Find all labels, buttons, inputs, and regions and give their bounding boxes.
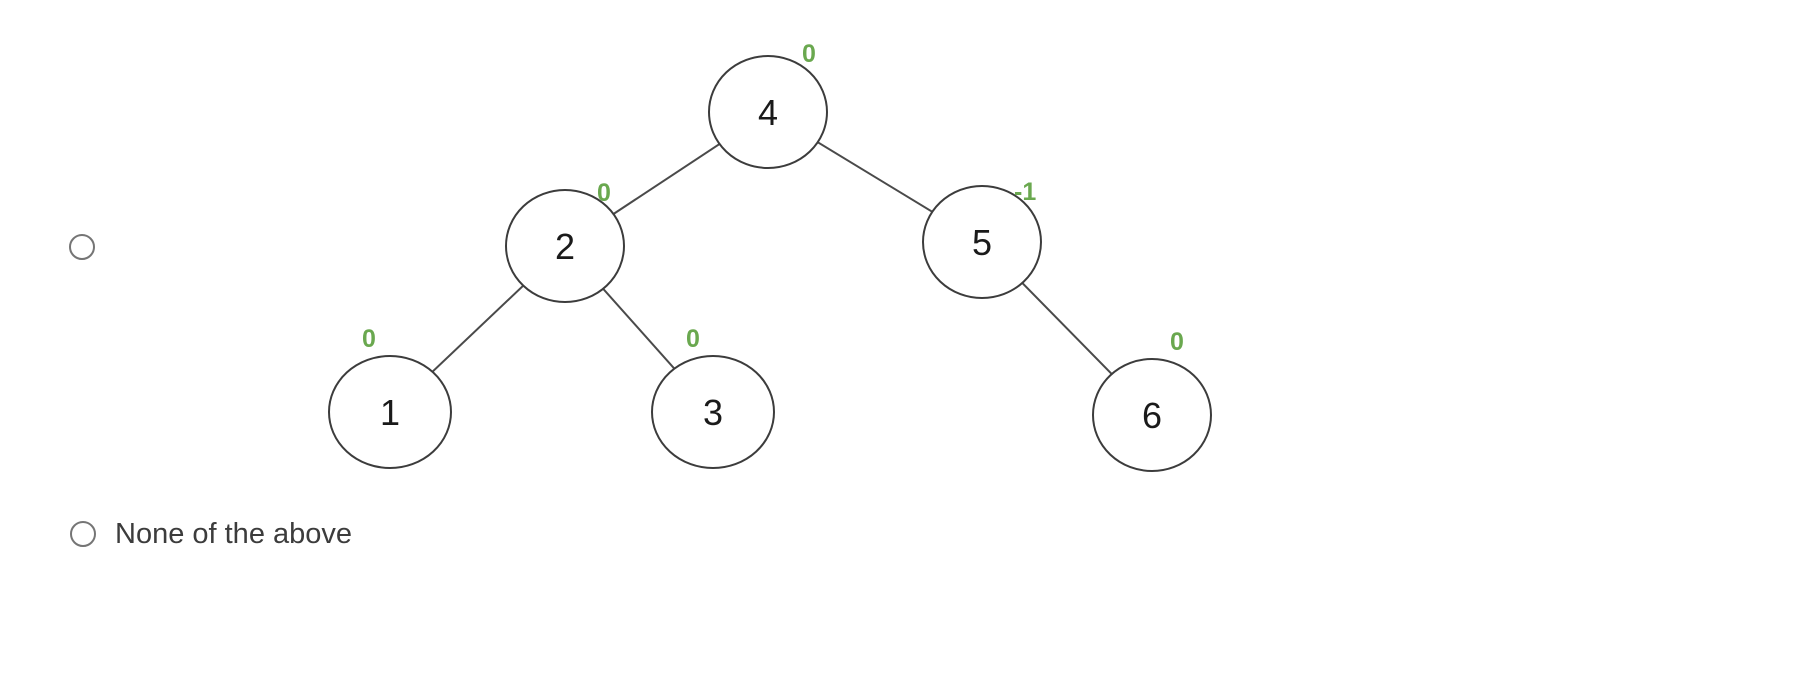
node-value-6: 6: [1142, 395, 1162, 436]
option-label-none[interactable]: None of the above: [115, 518, 353, 550]
node-value-1: 1: [380, 392, 400, 433]
balance-label-2: 0: [597, 179, 611, 207]
radio-option-tree[interactable]: [69, 234, 95, 260]
node-circle-3: [651, 355, 775, 469]
radio-option-none[interactable]: [70, 521, 96, 547]
tree-node-2: 2 0: [505, 179, 625, 303]
tree-node-1: 1 0: [328, 325, 452, 469]
node-value-4: 4: [758, 92, 778, 133]
balance-label-1: 0: [362, 325, 376, 353]
node-circle-6: [1092, 358, 1212, 472]
node-value-5: 5: [972, 222, 992, 263]
tree-node-3: 3 0: [651, 325, 775, 469]
node-circle-4: [708, 55, 828, 169]
node-circle-2: [505, 189, 625, 303]
tree-node-5: 5 -1: [922, 178, 1042, 299]
node-circle-1: [328, 355, 452, 469]
node-value-2: 2: [555, 226, 575, 267]
balance-label-3: 0: [686, 325, 700, 353]
balance-label-5: -1: [1014, 178, 1036, 206]
balance-label-4: 0: [802, 40, 816, 68]
node-value-3: 3: [703, 392, 723, 433]
tree-node-6: 6 0: [1092, 328, 1212, 472]
node-circle-5: [922, 185, 1042, 299]
tree-node-4: 4 0: [708, 40, 828, 169]
balance-label-6: 0: [1170, 328, 1184, 356]
